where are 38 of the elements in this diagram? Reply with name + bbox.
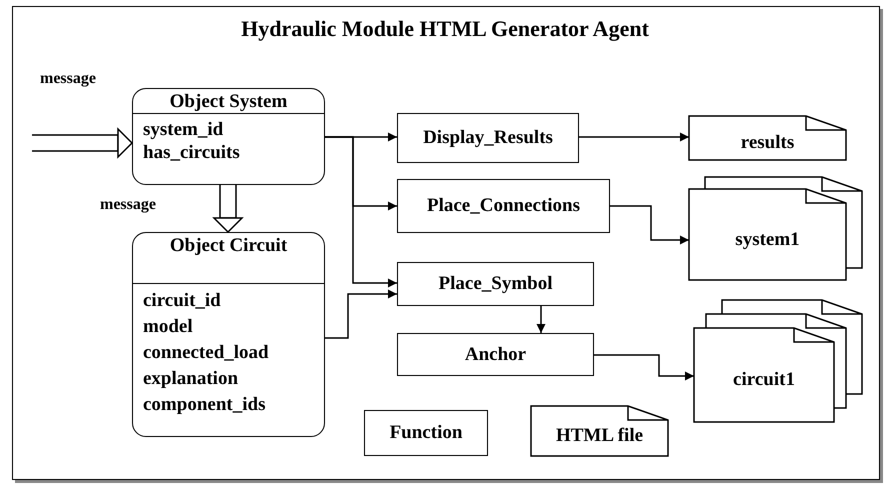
function-label: Place_Symbol (438, 273, 552, 295)
function-label: Function (390, 422, 462, 444)
attribute-text: circuit_id (143, 290, 221, 311)
attribute-text: component_ids (143, 394, 266, 415)
arrow (610, 205, 689, 244)
function-box (397, 113, 579, 163)
attribute-text: system_id (143, 119, 224, 140)
document-label: results (740, 131, 796, 155)
function-label: Place_Connections (426, 195, 580, 217)
document-label: HTML file (554, 424, 644, 448)
attribute-text: connected_load (143, 342, 269, 363)
function-box (397, 262, 594, 306)
diagram-title: Hydraulic Module HTML Generator Agent (240, 16, 650, 42)
arrow (325, 290, 397, 339)
arrow (325, 136, 397, 288)
document-label: system1 (734, 228, 801, 252)
document-shape (531, 406, 668, 456)
function-box (397, 179, 610, 233)
object-heading: Object System (170, 91, 288, 112)
object-box (132, 88, 325, 185)
function-label: Anchor (464, 344, 526, 366)
arrow (579, 132, 689, 142)
hollow-arrow (213, 184, 243, 233)
function-box (364, 410, 488, 456)
attribute-text: has_circuits (143, 142, 240, 163)
function-box (397, 333, 594, 376)
document-shape (689, 116, 846, 160)
arrow (594, 354, 694, 380)
object-heading: Object Circuit (170, 235, 288, 256)
function-label: Display_Results (423, 127, 553, 149)
document-label: circuit1 (732, 368, 796, 392)
document-stack (689, 177, 862, 280)
document-stack (694, 300, 862, 422)
attribute-text: explanation (143, 368, 238, 389)
attribute-text: model (143, 316, 193, 337)
arrow (536, 306, 546, 333)
hollow-arrow (31, 128, 133, 158)
object-box (132, 232, 325, 437)
